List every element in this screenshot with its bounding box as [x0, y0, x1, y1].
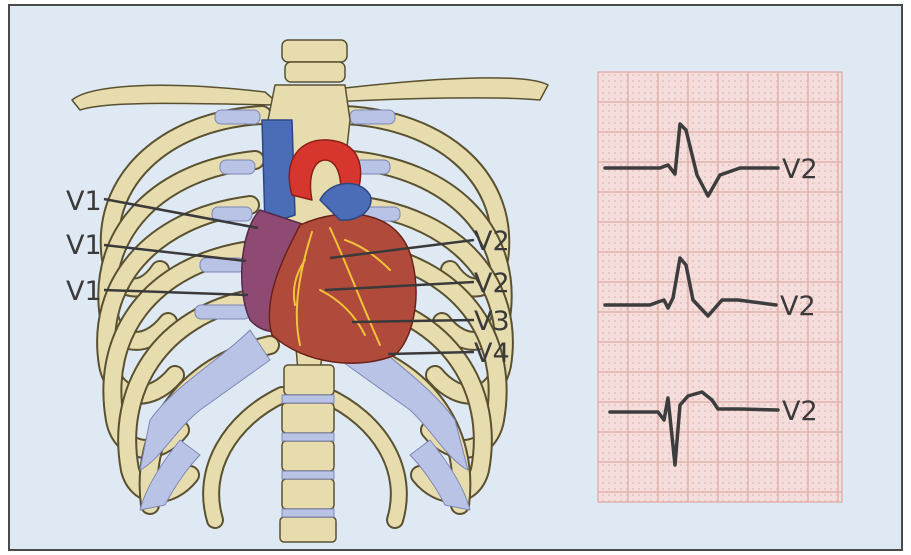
- lead-label-v2-upper: V2: [474, 226, 510, 257]
- lead-label-v1-middle: V1: [66, 230, 102, 261]
- lead-label-v4: V4: [474, 338, 510, 369]
- lead-label-v3: V3: [474, 306, 510, 337]
- left-lead-labels: V1 V1 V1: [66, 186, 102, 307]
- right-lead-labels: V2 V2 V3 V4: [474, 226, 510, 369]
- lead-label-v1-upper: V1: [66, 186, 102, 217]
- lead-label-v1-lower: V1: [66, 276, 102, 307]
- ecg-paper: [598, 72, 842, 502]
- lead-label-v2-lower: V2: [474, 268, 510, 299]
- ecg-strip-label-2: V2: [780, 291, 816, 322]
- ecg-strip-label-1: V2: [782, 154, 818, 185]
- ecg-strip-label-3: V2: [782, 396, 818, 427]
